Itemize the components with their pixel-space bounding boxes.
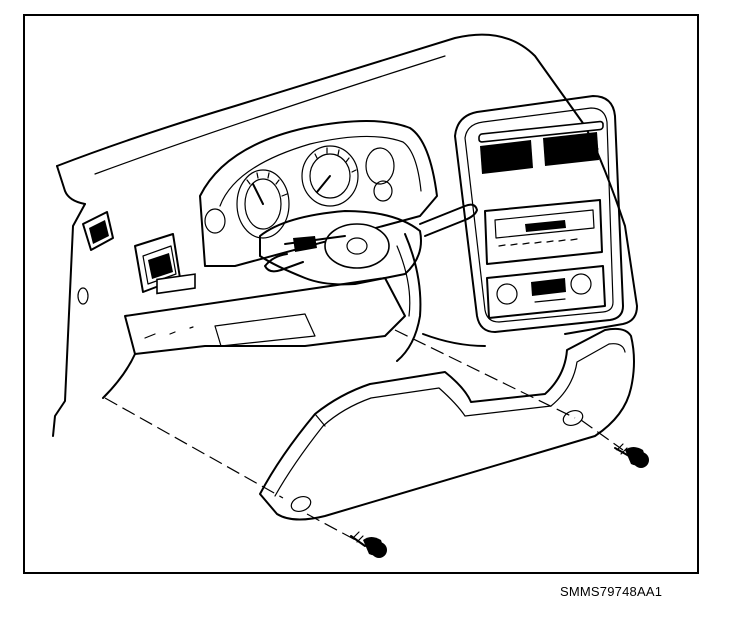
screw-icon xyxy=(614,443,649,468)
climate-control-panel xyxy=(486,265,606,319)
left-air-vent xyxy=(134,233,196,295)
dashboard-upper-outline xyxy=(52,33,638,437)
left-side-vent xyxy=(77,211,114,305)
figure-code-label: SMMS79748AA1 xyxy=(560,584,663,599)
dashboard-exploded-view-illustration xyxy=(52,33,649,558)
diagram-frame xyxy=(23,14,699,574)
tachometer-gauge xyxy=(301,145,359,207)
knee-bolster-panel xyxy=(259,327,635,521)
steering-hub xyxy=(324,223,390,269)
center-console-stack xyxy=(454,95,624,333)
turn-signal-stalk xyxy=(264,253,304,273)
steering-column xyxy=(259,203,478,362)
center-vent-left xyxy=(480,140,533,174)
speedometer-gauge xyxy=(236,169,290,239)
center-vent-right xyxy=(543,132,599,166)
wiper-stalk xyxy=(419,203,478,237)
lower-dashboard xyxy=(102,277,486,399)
assembly-guide-lines xyxy=(104,329,624,545)
screw-icon xyxy=(350,531,387,558)
instrument-cluster xyxy=(199,120,438,267)
radio-unit xyxy=(484,199,603,265)
